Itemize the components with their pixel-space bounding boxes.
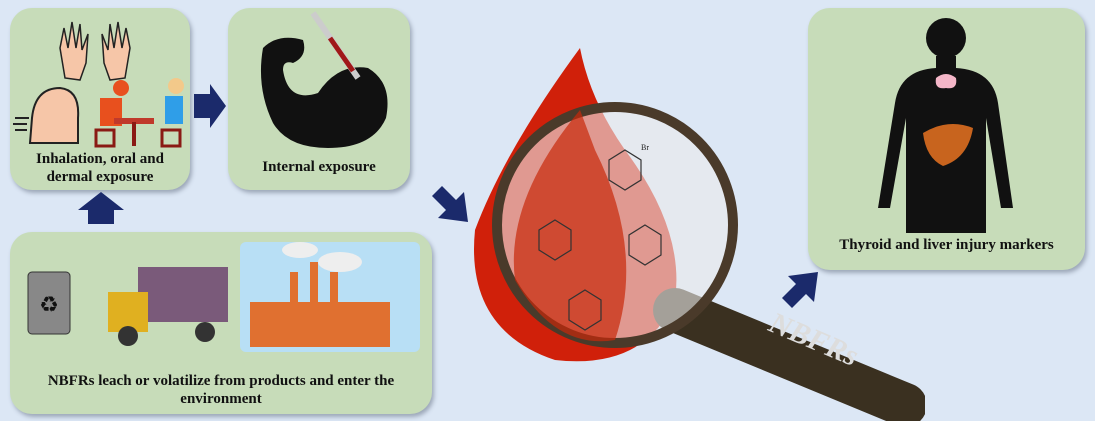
panel-internal-exposure: Internal exposure bbox=[228, 8, 410, 190]
molecule-structure bbox=[538, 149, 662, 331]
arrow-up-icon bbox=[78, 192, 124, 224]
human-body-thyroid-liver-icon bbox=[878, 18, 1013, 233]
waste-truck-factory-icon: ♻ bbox=[27, 242, 420, 352]
panel-injury-markers: Thyroid and liver injury markers bbox=[808, 8, 1085, 270]
blood-drop-magnifier: Br NBFRs bbox=[474, 48, 925, 421]
panel-environment: ♻ NBFRs leach or volatilize from product… bbox=[10, 232, 432, 414]
liver-icon bbox=[923, 124, 973, 166]
arrow-up-right-icon bbox=[782, 272, 818, 308]
magnifier-handle bbox=[653, 288, 925, 421]
recycle-icon: ♻ bbox=[39, 292, 59, 317]
thyroid-icon bbox=[935, 74, 957, 89]
panel-exposure-routes: Inhalation, oral and dermal exposure bbox=[10, 8, 190, 190]
exposure-routes-caption: Inhalation, oral and dermal exposure bbox=[36, 151, 164, 185]
injury-markers-caption: Thyroid and liver injury markers bbox=[839, 237, 1054, 253]
internal-exposure-caption: Internal exposure bbox=[262, 159, 376, 175]
bromine-label: Br bbox=[641, 143, 649, 152]
hands-eating-breathing-icon bbox=[13, 21, 184, 148]
environment-caption: NBFRs leach or volatilize from products … bbox=[47, 373, 395, 407]
arrow-down-right-icon bbox=[432, 186, 468, 222]
arrow-right-icon bbox=[194, 84, 226, 128]
flexed-arm-syringe-icon bbox=[260, 11, 388, 148]
